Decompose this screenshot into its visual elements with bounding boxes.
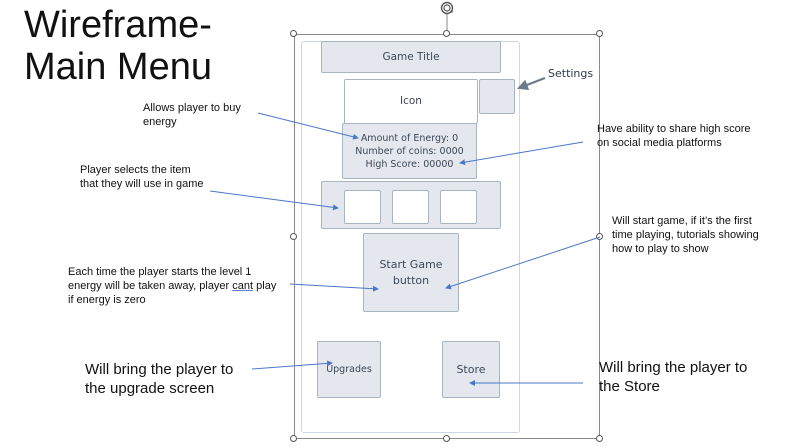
start-game-annotation: Will start game, if it’s the first time … xyxy=(612,215,759,255)
icon-box: Icon xyxy=(344,79,478,124)
resize-handle-top-left[interactable] xyxy=(290,30,297,37)
store-label: Store xyxy=(456,363,486,376)
slide-title-line2: Main Menu xyxy=(24,46,212,88)
upgrades-label: Upgrades xyxy=(326,364,372,375)
store-annotation: Will bring the player to the Store xyxy=(599,359,748,395)
start-game-label-line1: Start Game xyxy=(379,257,443,271)
settings-button[interactable] xyxy=(479,79,515,114)
resize-handle-middle-right[interactable] xyxy=(596,233,603,240)
store-button[interactable]: Store xyxy=(442,341,500,398)
slide-title-line1: Wireframe- xyxy=(24,4,212,46)
upgrades-annotation: Will bring the player to the upgrade scr… xyxy=(85,361,234,397)
item-slot-1[interactable] xyxy=(344,190,381,224)
start-game-label-line2: button xyxy=(392,273,430,287)
resize-handle-middle-left[interactable] xyxy=(290,233,297,240)
slide-title: Wireframe- Main Menu xyxy=(24,4,212,88)
resize-handle-bottom-left[interactable] xyxy=(290,435,297,442)
item-slot-2[interactable] xyxy=(392,190,429,224)
start-game-button[interactable]: Start Game button xyxy=(363,233,459,312)
buy-energy-annotation: Allows player to buy energy xyxy=(143,102,241,128)
rotate-handle-icon[interactable] xyxy=(439,0,455,16)
high-score: High Score: 00000 xyxy=(365,158,454,170)
game-title-box: Game Title xyxy=(321,41,501,73)
game-title-label: Game Title xyxy=(382,50,440,63)
resize-handle-bottom-right[interactable] xyxy=(596,435,603,442)
coins-amount: Number of coins: 0000 xyxy=(355,145,464,157)
select-item-annotation: Player selects the item that they will u… xyxy=(80,164,204,190)
resize-handle-top-middle[interactable] xyxy=(443,30,450,37)
stats-panel: Amount of Energy: 0 Number of coins: 000… xyxy=(342,123,477,179)
icon-label: Icon xyxy=(400,95,422,107)
share-score-annotation: Have ability to share high score on soci… xyxy=(597,123,751,149)
energy-amount: Amount of Energy: 0 xyxy=(360,132,459,144)
item-slot-3[interactable] xyxy=(440,190,477,224)
settings-annotation: Settings xyxy=(548,67,594,80)
spellcheck-underlined-word: cant xyxy=(232,280,254,292)
upgrades-button[interactable]: Upgrades xyxy=(317,341,381,398)
resize-handle-bottom-middle[interactable] xyxy=(443,435,450,442)
energy-cost-annotation: Each time the player starts the level 1 … xyxy=(68,266,277,306)
resize-handle-top-right[interactable] xyxy=(596,30,603,37)
